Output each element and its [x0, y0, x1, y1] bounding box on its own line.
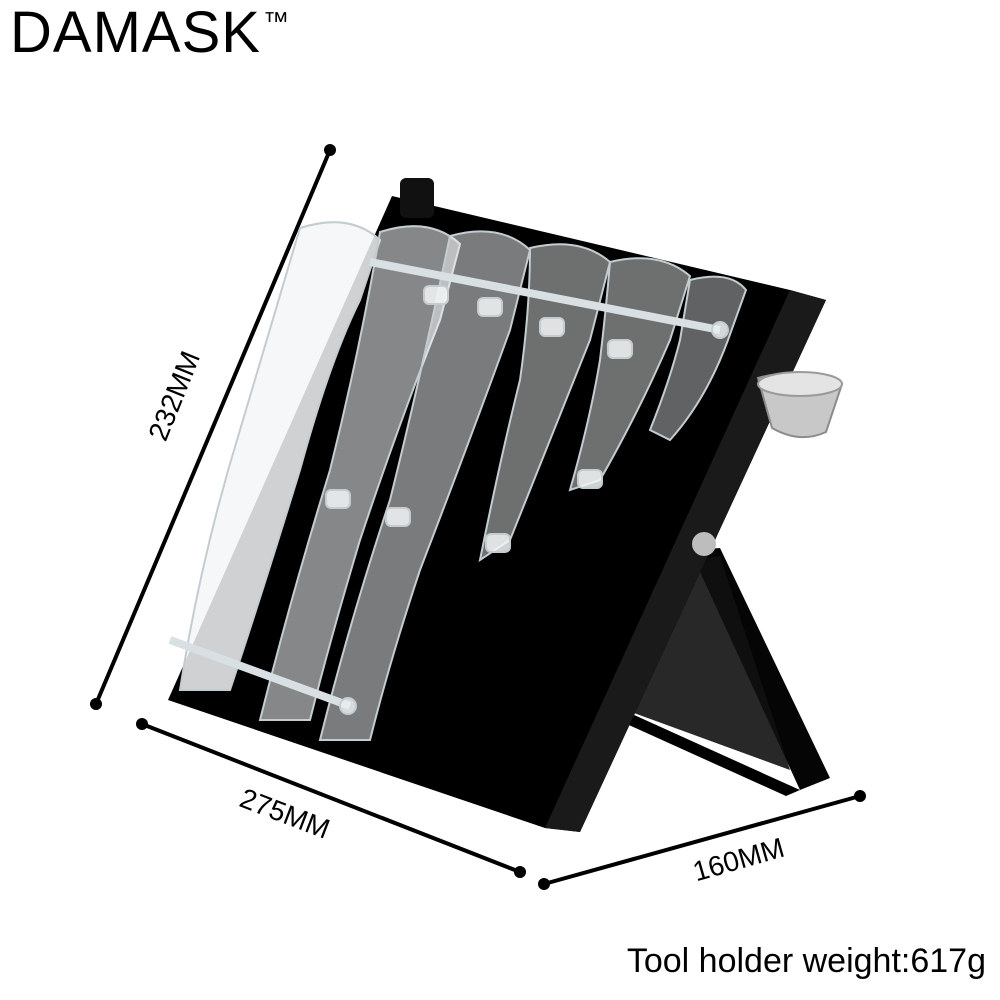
brand-name: DAMASK: [10, 0, 261, 65]
steel-cup: [756, 371, 844, 439]
weight-caption: Tool holder weight:617g: [626, 942, 986, 980]
brand-logo: DAMASK™: [10, 4, 290, 62]
support-leg: [600, 548, 830, 796]
side-screw: [692, 532, 716, 556]
depth-dimension-line: [543, 794, 861, 886]
width-dimension-line: [141, 722, 521, 874]
acrylic-knife-guards: [168, 221, 748, 741]
dimension-lines: [90, 144, 866, 890]
height-dimension-line: [94, 149, 332, 705]
trademark-symbol: ™: [262, 6, 290, 36]
